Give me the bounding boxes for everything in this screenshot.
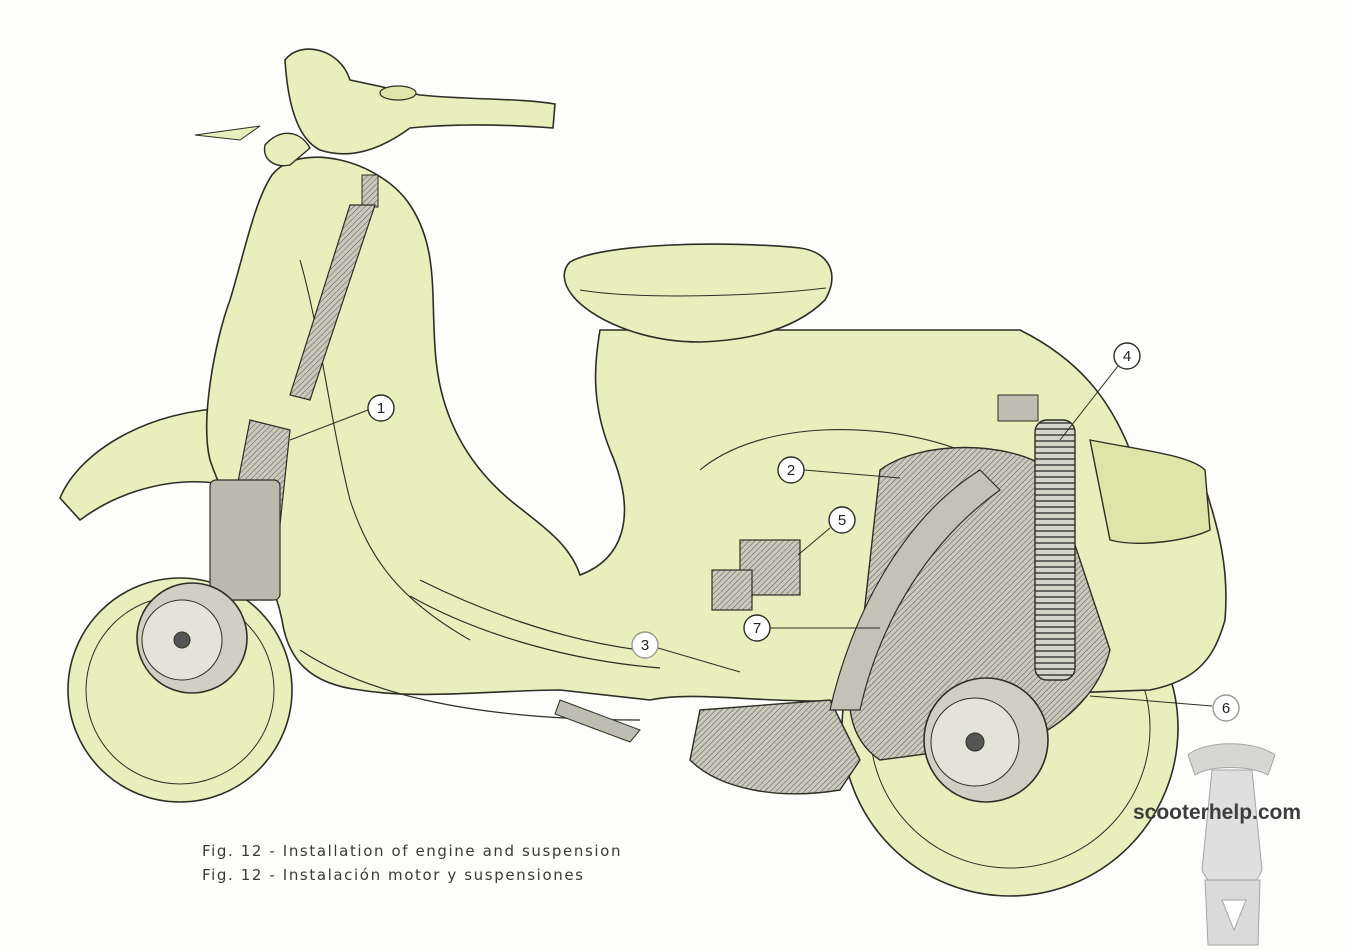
caption-english: Fig. 12 - Installation of engine and sus…	[202, 842, 623, 860]
kickstart-lever	[554, 699, 641, 743]
callout-6-label: 6	[1222, 700, 1230, 717]
callout-3: 3	[631, 631, 741, 673]
front-suspension	[209, 419, 291, 601]
callout-1: 1	[289, 394, 395, 441]
tail-light	[1089, 439, 1211, 544]
callout-2: 2	[777, 456, 901, 484]
scooterhelp-logo	[1187, 743, 1276, 946]
steering-column	[289, 174, 379, 401]
seat	[563, 243, 833, 343]
handlebar-assembly	[194, 48, 556, 167]
callout-2-label: 2	[787, 462, 795, 479]
engine-cowl-contour	[699, 429, 961, 471]
callout-7-label: 7	[753, 620, 761, 637]
callout-1-label: 1	[377, 400, 385, 417]
callout-3-label: 3	[641, 637, 649, 654]
callout-4: 4	[1059, 342, 1141, 441]
rear-shock-absorber	[997, 394, 1076, 681]
callout-5-label: 5	[838, 512, 846, 529]
rear-brake-drum	[923, 677, 1049, 803]
callout-7: 7	[743, 614, 880, 642]
caption-spanish: Fig. 12 - Instalación motor y suspension…	[202, 866, 585, 884]
callout-5: 5	[797, 506, 856, 556]
carburettor	[711, 539, 801, 611]
callout-6: 6	[1089, 694, 1240, 722]
front-brake-drum	[136, 582, 248, 694]
watermark-site-name: scooterhelp.com	[1133, 801, 1302, 824]
callout-4-label: 4	[1123, 348, 1131, 365]
